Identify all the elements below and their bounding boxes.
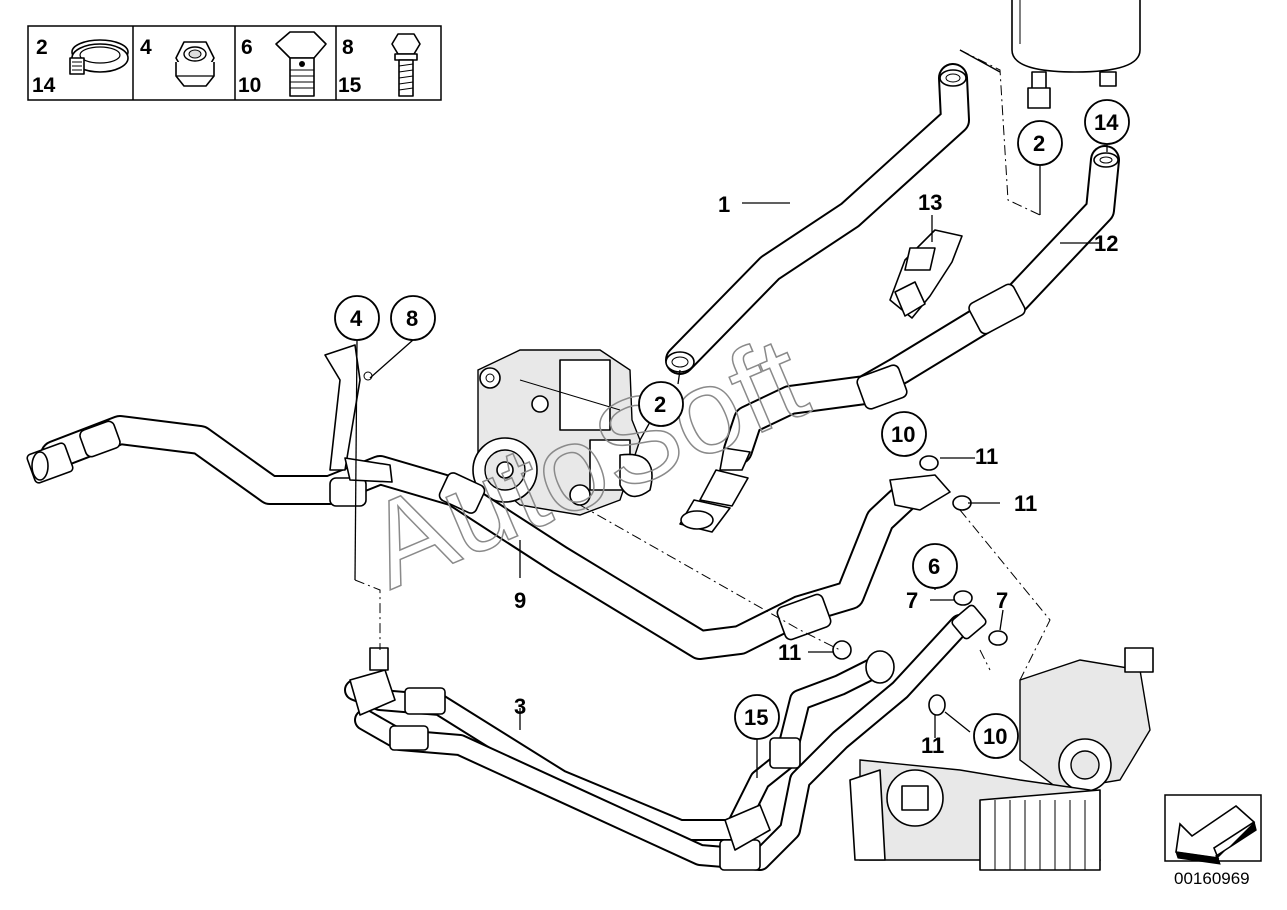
back-arrow-icon[interactable] [1164,794,1262,865]
callout-4: 4 [350,306,363,331]
hex-bolt-icon [391,33,421,97]
callout-2: 2 [1033,131,1045,156]
hose-3 [344,604,987,871]
banjo-bolt-icon [275,31,327,97]
seal-ring [953,590,973,606]
legend-number: 14 [32,74,56,97]
callout-10: 10 [983,724,1007,749]
seal-rings [832,455,1008,716]
legend-number: 2 [36,36,48,59]
callout-2: 2 [654,392,666,417]
callouts: 1 2 14 13 12 4 8 2 10 11 11 9 6 7 7 11 3… [334,99,1130,759]
seal-ring [928,694,946,716]
callout-11: 11 [921,733,944,758]
bracket-4-8 [324,344,393,483]
legend-number: 8 [342,36,354,59]
callout-9: 9 [514,588,526,613]
callout-7: 7 [906,588,918,613]
callout-1: 1 [718,192,730,217]
reservoir-tank [1011,0,1141,109]
legend-number: 6 [241,36,253,59]
callout-circle [334,295,380,341]
callout-circle [1084,99,1130,145]
legend-number: 15 [338,74,362,97]
callout-circle [881,411,927,457]
legend-box: 2 14 4 6 10 8 15 [27,25,442,101]
power-steering-pump [472,349,653,516]
callout-3: 3 [514,694,526,719]
callout-circle [734,694,780,740]
callout-11: 11 [975,444,998,469]
seal-ring [919,455,939,471]
legend-number: 10 [238,74,261,97]
callout-12: 12 [1094,231,1118,256]
callout-circle [912,543,958,589]
seal-ring [988,630,1008,646]
diagram-code: 00160969 [1174,869,1250,888]
steering-rack [849,647,1154,871]
legend-number: 4 [140,36,152,59]
callout-circle [638,381,684,427]
callout-11: 11 [778,640,801,665]
callout-8: 8 [406,306,418,331]
callout-15: 15 [744,705,768,730]
callout-14: 14 [1094,110,1119,135]
callout-circle [1017,120,1063,166]
hose-clamp-icon [69,39,129,75]
callout-6: 6 [928,554,940,579]
callout-7: 7 [996,588,1008,613]
callout-11: 11 [1014,491,1037,516]
callout-10: 10 [891,422,915,447]
hose-12 [679,145,1120,533]
seal-ring [832,640,852,660]
callout-circle [973,713,1019,759]
nut-icon [175,41,215,87]
hose-1 [665,63,970,375]
bracket-13 [889,229,963,319]
hose-9 [26,415,951,660]
callout-circle [390,295,436,341]
callout-13: 13 [918,190,942,215]
